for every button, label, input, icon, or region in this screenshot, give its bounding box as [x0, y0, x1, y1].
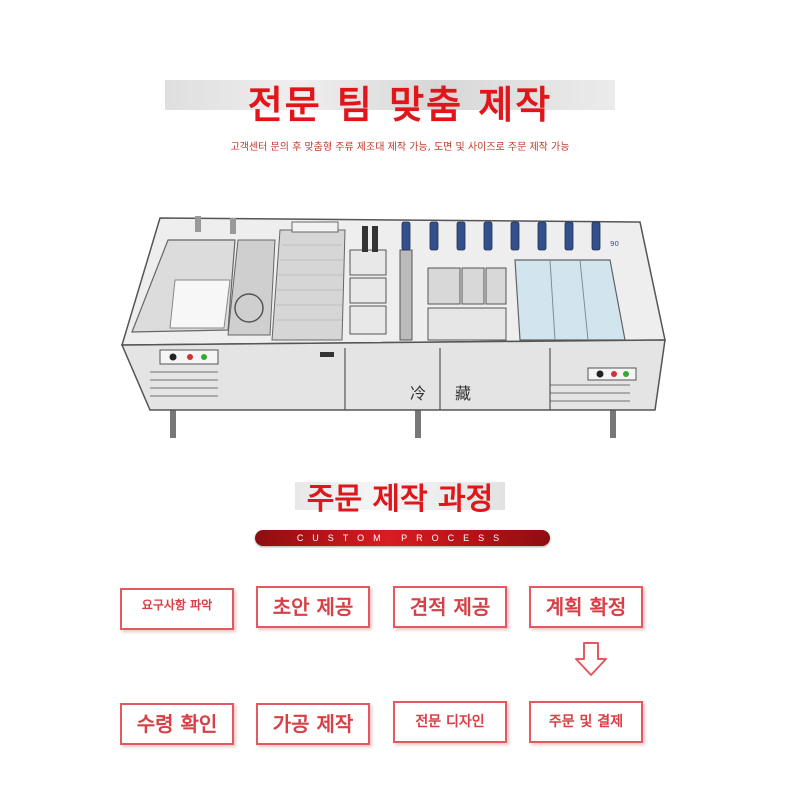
- title-background-stripe: [165, 80, 615, 110]
- page-title: 전문 팀 맞춤 제작: [247, 83, 553, 127]
- glass-display: [514, 259, 626, 341]
- glass-washer: [234, 293, 264, 323]
- leg: [415, 405, 421, 438]
- process-title: 주문 제작 과정: [306, 482, 494, 517]
- step-draft: 초안 제공: [256, 586, 370, 628]
- bottle-label: 90: [610, 240, 619, 248]
- door-handle: [320, 352, 334, 357]
- ice-bin: [461, 267, 485, 305]
- ice-bin: [427, 267, 461, 305]
- process-subtitle-pill: CUSTOM PROCESS: [255, 530, 550, 546]
- page-subtitle: 고객센터 문의 후 맞춤형 주류 제조대 제작 가능, 도면 및 사이즈로 주문…: [230, 142, 570, 153]
- counter-front: [120, 339, 666, 411]
- bottle-dark: [362, 226, 368, 252]
- leg: [170, 400, 176, 438]
- bottle-dark: [372, 226, 378, 252]
- container: [349, 305, 387, 335]
- tray-cover: [291, 221, 339, 233]
- step-design: 전문 디자인: [393, 701, 507, 743]
- ice-well: [427, 307, 507, 341]
- container: [349, 277, 387, 304]
- faucet: [195, 216, 201, 232]
- step-quote: 견적 제공: [393, 586, 507, 628]
- faucet: [230, 218, 236, 234]
- speed-rail: [399, 249, 413, 341]
- mesh-panel: [271, 229, 346, 341]
- step-requirements: 요구사항 파악: [120, 588, 234, 630]
- door-char-1: 冷: [410, 384, 426, 403]
- arrow-down-icon: [575, 642, 607, 676]
- container: [349, 249, 387, 276]
- step-plan-confirm: 계획 확정: [529, 586, 643, 628]
- sink-inner: [169, 279, 231, 329]
- step-manufacturing: 가공 제작: [256, 703, 370, 745]
- bar-station-illustration: 90 冷 藏: [110, 200, 670, 450]
- step-receipt-confirm: 수령 확인: [120, 703, 234, 745]
- bar-station-drawing: 90 冷 藏: [120, 216, 666, 438]
- ice-bin: [485, 267, 507, 305]
- section-title-background: [295, 482, 505, 510]
- process-subtitle: CUSTOM PROCESS: [296, 533, 509, 543]
- leg: [610, 400, 616, 438]
- step-order-payment: 주문 및 결제: [529, 701, 643, 743]
- door-char-2: 藏: [455, 384, 471, 403]
